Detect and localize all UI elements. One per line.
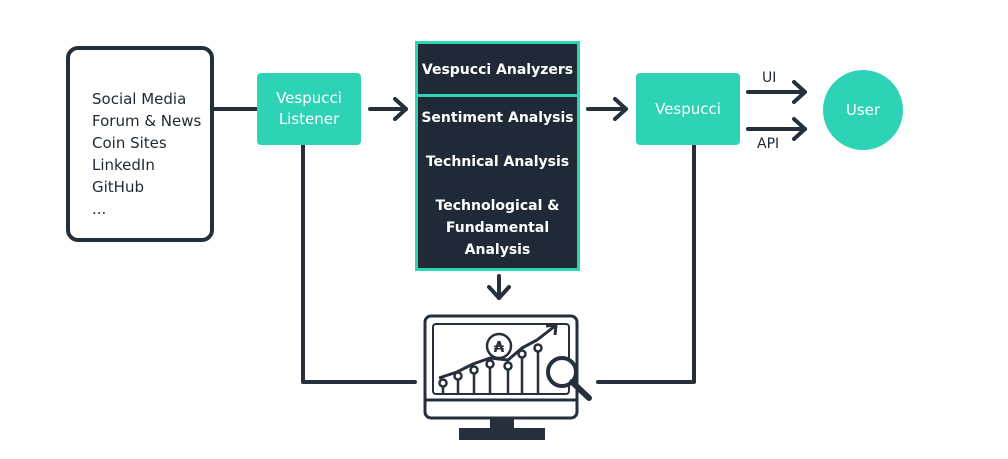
vespucci-label: Vespucci (655, 99, 721, 118)
user-label: User (845, 101, 881, 119)
source-coin-sites: Coin Sites (92, 134, 167, 152)
source-github: GitHub (92, 178, 144, 196)
arrow-right-icon (586, 97, 628, 121)
arrow-right-icon (746, 80, 807, 104)
api-label: API (757, 136, 780, 152)
listener-label-line1: Vespucci (276, 89, 342, 107)
technical-analysis-item: Technical Analysis (425, 154, 570, 170)
data-sources-box: Social Media Forum & News Coin Sites Lin… (66, 46, 214, 242)
sentiment-analysis-item: Sentiment Analysis (421, 110, 574, 126)
source-linkedin: LinkedIn (92, 156, 155, 174)
vespucci-analyzers-box: Vespucci Analyzers Sentiment Analysis Te… (415, 41, 580, 271)
analyzers-title: Vespucci Analyzers (421, 62, 574, 78)
arrow-right-icon (746, 117, 807, 141)
ui-label: UI (762, 70, 777, 86)
technological-item-line1: Technological & (435, 198, 560, 214)
listener-label-line2: Listener (278, 110, 340, 128)
arrow-down-icon (487, 274, 511, 300)
coin-symbol: ₳ (494, 338, 505, 356)
technological-item-line2: Fundamental (445, 220, 550, 236)
magnifier-icon (546, 356, 592, 401)
source-more: ... (92, 200, 107, 218)
analyzers-divider (418, 94, 577, 97)
user-node: User (823, 70, 903, 150)
connector-listener-monitor (301, 143, 417, 384)
technological-item-line3: Analysis (464, 242, 531, 258)
source-forum-news: Forum & News (92, 112, 202, 130)
vespucci-box: Vespucci (636, 73, 740, 145)
connector-vespucci-monitor (596, 143, 696, 384)
source-social-media: Social Media (92, 90, 187, 108)
coin-icon: ₳ (485, 332, 513, 360)
vespucci-listener-box: Vespucci Listener (257, 73, 361, 145)
monitor-chart-icon (423, 314, 579, 440)
arrow-right-icon (368, 97, 408, 121)
